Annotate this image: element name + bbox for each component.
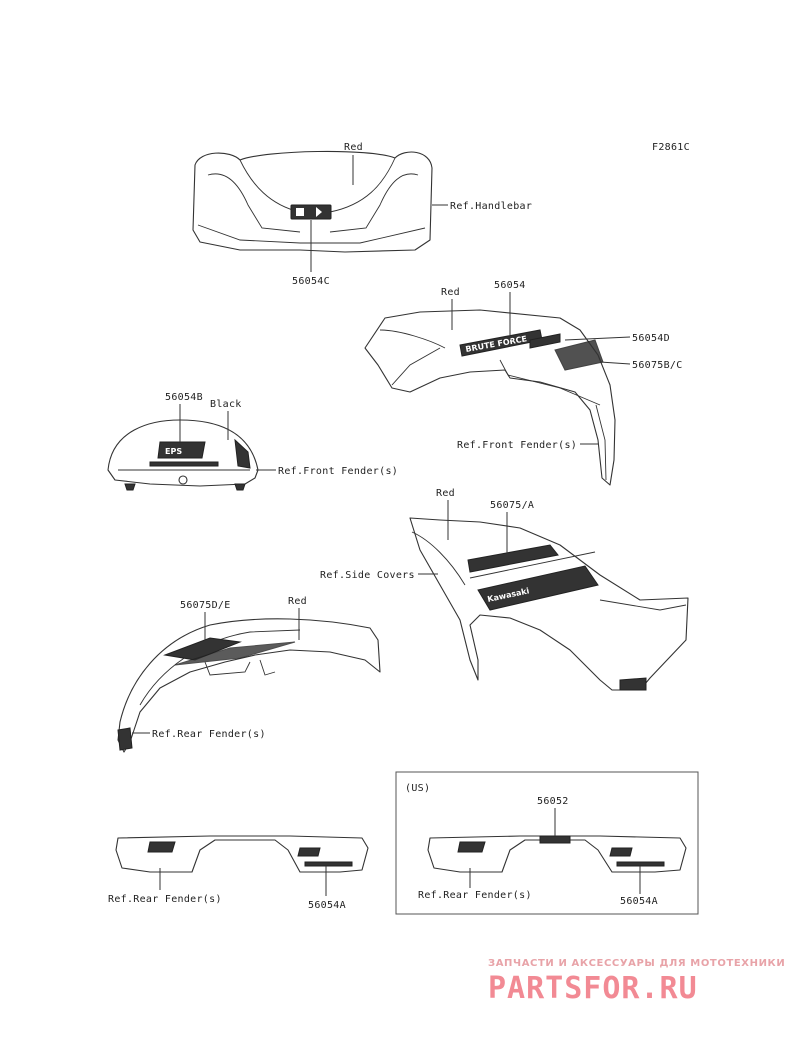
watermark-brand: PARTSFOR.RU	[488, 971, 698, 1006]
label-red-top: Red	[344, 142, 363, 153]
rear-fender-side	[117, 618, 381, 753]
label-us: (US)	[405, 783, 430, 794]
front-fender-left: EPS	[107, 419, 259, 491]
rear-fender-rear-left	[115, 835, 369, 873]
label-56054b: 56054B	[165, 392, 203, 403]
us-variant-box	[395, 771, 699, 915]
label-56052: 56052	[537, 796, 569, 807]
label-red-front: Red	[441, 287, 460, 298]
front-fender-right: BRUTE FORCE	[364, 309, 616, 486]
label-56054a-us: 56054A	[620, 896, 658, 907]
label-ref-rear-fender-us: Ref.Rear Fender(s)	[418, 890, 532, 901]
label-56054: 56054	[494, 280, 526, 291]
label-black: Black	[210, 399, 242, 410]
label-56054a-left: 56054A	[308, 900, 346, 911]
diagram-code: F2861C	[652, 142, 690, 153]
label-56075a: 56075/A	[490, 500, 534, 511]
rear-fender-rear-us	[427, 835, 687, 873]
label-ref-front-fender-right: Ref.Front Fender(s)	[457, 440, 577, 451]
label-red-side: Red	[436, 488, 455, 499]
label-ref-rear-fender-mid: Ref.Rear Fender(s)	[152, 729, 266, 740]
label-56075bc: 56075B/C	[632, 360, 683, 371]
label-ref-side-covers: Ref.Side Covers	[320, 570, 415, 581]
side-cover: Kawasaki	[409, 517, 689, 691]
handlebar-cover	[192, 150, 433, 253]
label-56075de: 56075D/E	[180, 600, 231, 611]
label-56054d: 56054D	[632, 333, 670, 344]
label-ref-rear-fender-left: Ref.Rear Fender(s)	[108, 894, 222, 905]
label-56054c: 56054C	[292, 276, 330, 287]
decal-eps: EPS	[165, 447, 182, 456]
label-ref-handlebar: Ref.Handlebar	[450, 201, 532, 212]
label-ref-front-fender-left: Ref.Front Fender(s)	[278, 466, 398, 477]
label-red-rear: Red	[288, 596, 307, 607]
watermark-subtitle: ЗАПЧАСТИ И АКСЕССУАРЫ ДЛЯ МОТОТЕХНИКИ	[488, 958, 785, 969]
